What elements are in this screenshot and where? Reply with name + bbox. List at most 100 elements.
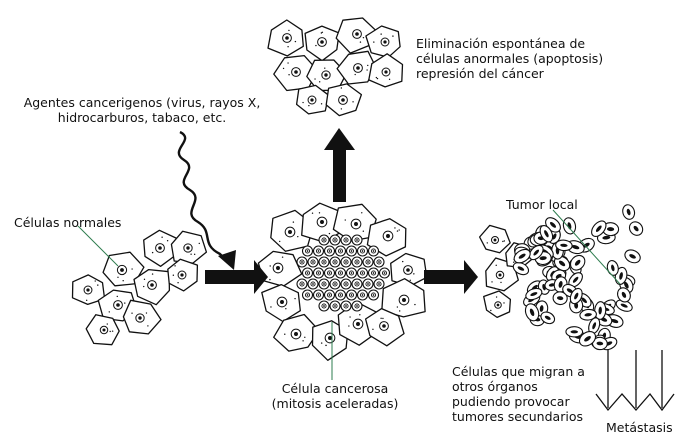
cancer-cell-nucleolus bbox=[306, 294, 309, 296]
arrow-up-shaft bbox=[333, 146, 346, 202]
cancer-cell-nucleolus bbox=[328, 294, 331, 296]
cytoplasm-dot bbox=[500, 281, 502, 284]
cell-nucleolus bbox=[116, 303, 120, 307]
label-apoptosis: Eliminación espontánea de células anorma… bbox=[416, 36, 603, 81]
cytoplasm-dot bbox=[297, 235, 299, 238]
cytoplasm-dot bbox=[288, 29, 290, 32]
cancer-cell-nucleolus bbox=[372, 272, 375, 274]
tumor-cell bbox=[594, 301, 607, 320]
cancer-cell-nucleolus bbox=[339, 294, 342, 296]
cell-nucleolus bbox=[294, 332, 298, 336]
cytoplasm-dot bbox=[490, 309, 492, 312]
cytoplasm-dot bbox=[396, 306, 399, 308]
cell-nucleolus bbox=[341, 98, 345, 102]
cytoplasm-dot bbox=[94, 280, 96, 282]
cell-nucleolus bbox=[356, 322, 360, 326]
tumor-cell-nucleus bbox=[558, 260, 566, 267]
process-arrows bbox=[177, 128, 478, 294]
cytoplasm-dot bbox=[108, 311, 110, 313]
tumor-cell-nucleus bbox=[571, 245, 580, 250]
cytoplasm-dot bbox=[166, 240, 169, 242]
cancer-cell-nucleolus bbox=[345, 239, 347, 241]
cancer-cell-nucleolus bbox=[345, 283, 347, 285]
cytoplasm-dot bbox=[269, 265, 271, 267]
cell-nucleolus bbox=[498, 273, 502, 277]
cytoplasm-dot bbox=[376, 77, 379, 80]
cancer-cell-nucleolus bbox=[306, 250, 309, 252]
cytoplasm-dot bbox=[270, 306, 272, 308]
cytoplasm-dot bbox=[414, 303, 416, 306]
cytoplasm-dot bbox=[151, 251, 154, 254]
cancer-cell-nucleolus bbox=[306, 272, 309, 274]
cytoplasm-dot bbox=[409, 279, 411, 281]
tumor-cell-nucleus bbox=[570, 330, 578, 334]
cancer-cell-nucleolus bbox=[323, 283, 325, 285]
cytoplasm-dot bbox=[193, 253, 196, 256]
arrow-to-cancer-shaft bbox=[205, 270, 256, 284]
cytoplasm-dot bbox=[361, 212, 363, 214]
cytoplasm-dot bbox=[269, 278, 271, 281]
tumor-cell-nucleus bbox=[574, 292, 579, 300]
label-apoptosis-line-1: Eliminación espontánea de bbox=[416, 36, 586, 51]
cancer-cell-nucleolus bbox=[372, 294, 375, 296]
cytoplasm-dot bbox=[388, 78, 391, 81]
tumor-cell-nucleus bbox=[549, 221, 557, 228]
tumor-cell-nucleus bbox=[584, 313, 592, 317]
cytoplasm-dot bbox=[320, 32, 323, 34]
tumor-cell-nucleus bbox=[606, 227, 615, 232]
cytoplasm-dot bbox=[143, 278, 146, 281]
metastasis-arrows bbox=[595, 350, 675, 412]
cytoplasm-dot bbox=[177, 282, 179, 284]
cytoplasm-dot bbox=[325, 344, 327, 347]
tumor-cell bbox=[528, 244, 544, 261]
cytoplasm-dot bbox=[143, 285, 145, 288]
cytoplasm-dot bbox=[398, 310, 401, 312]
cytoplasm-dot bbox=[315, 44, 317, 47]
label-migration-line-1: Células que migran a bbox=[452, 364, 585, 379]
cancer-cell-nucleolus bbox=[334, 261, 336, 263]
cytoplasm-dot bbox=[348, 325, 350, 327]
cytoplasm-dot bbox=[394, 227, 396, 229]
cancer-cell-nucleolus bbox=[361, 294, 364, 296]
tumor-cell bbox=[578, 331, 597, 347]
cell-nucleolus bbox=[328, 336, 332, 340]
tumor-cell-nucleus bbox=[592, 322, 597, 330]
label-agents-line-1: Agentes cancerigenos (virus, rayos X, bbox=[23, 95, 261, 110]
cancer-cell-nucleolus bbox=[345, 261, 347, 263]
tumor-cell-nucleus bbox=[611, 264, 615, 272]
label-cancer-line-1: Célula cancerosa bbox=[281, 381, 389, 396]
label-agents-line-2: hidrocarburos, tabaco, etc. bbox=[57, 110, 227, 125]
cytoplasm-dot bbox=[392, 35, 394, 37]
tumor-cell-nucleus bbox=[530, 292, 538, 297]
tumor-cell bbox=[562, 217, 577, 235]
cytoplasm-dot bbox=[398, 229, 400, 231]
arrow-to-cancer-head bbox=[254, 260, 268, 294]
carcinogen-arrow-head bbox=[218, 250, 236, 270]
cytoplasm-dot bbox=[284, 333, 286, 335]
label-normal-cells: Células normales bbox=[14, 215, 122, 230]
cytoplasm-dot bbox=[287, 62, 289, 64]
cytoplasm-dot bbox=[292, 221, 295, 223]
cancer-cell-nucleolus bbox=[312, 261, 314, 263]
cancer-cell-nucleolus bbox=[317, 294, 320, 296]
tumor-cell bbox=[552, 291, 568, 306]
cell-nucleolus bbox=[406, 268, 410, 272]
cytoplasm-dot bbox=[340, 108, 343, 110]
tumor-cell-nucleus bbox=[529, 308, 535, 317]
tumor-cell bbox=[565, 326, 584, 338]
cancer-cell-nucleolus bbox=[323, 239, 325, 241]
label-cancer-cell: Célula cancerosa (mitosis aceleradas) bbox=[262, 381, 408, 411]
cell-nucleolus bbox=[354, 222, 358, 226]
cytoplasm-dot bbox=[359, 41, 362, 43]
tumor-cell-nucleus bbox=[624, 281, 629, 289]
tumor-cell-nucleus bbox=[626, 208, 631, 216]
tumor-cell-nucleus bbox=[544, 315, 551, 320]
cytoplasm-dot bbox=[117, 276, 119, 278]
cancer-cell-nucleolus bbox=[323, 261, 325, 263]
label-apoptosis-line-3: represión del cáncer bbox=[416, 66, 544, 81]
cell-nucleolus bbox=[382, 324, 386, 328]
tumor-cell-nucleus bbox=[544, 230, 549, 238]
tumor-cell bbox=[606, 259, 619, 276]
tumor-cell bbox=[628, 221, 644, 236]
cancer-cell-nucleolus bbox=[317, 250, 320, 252]
